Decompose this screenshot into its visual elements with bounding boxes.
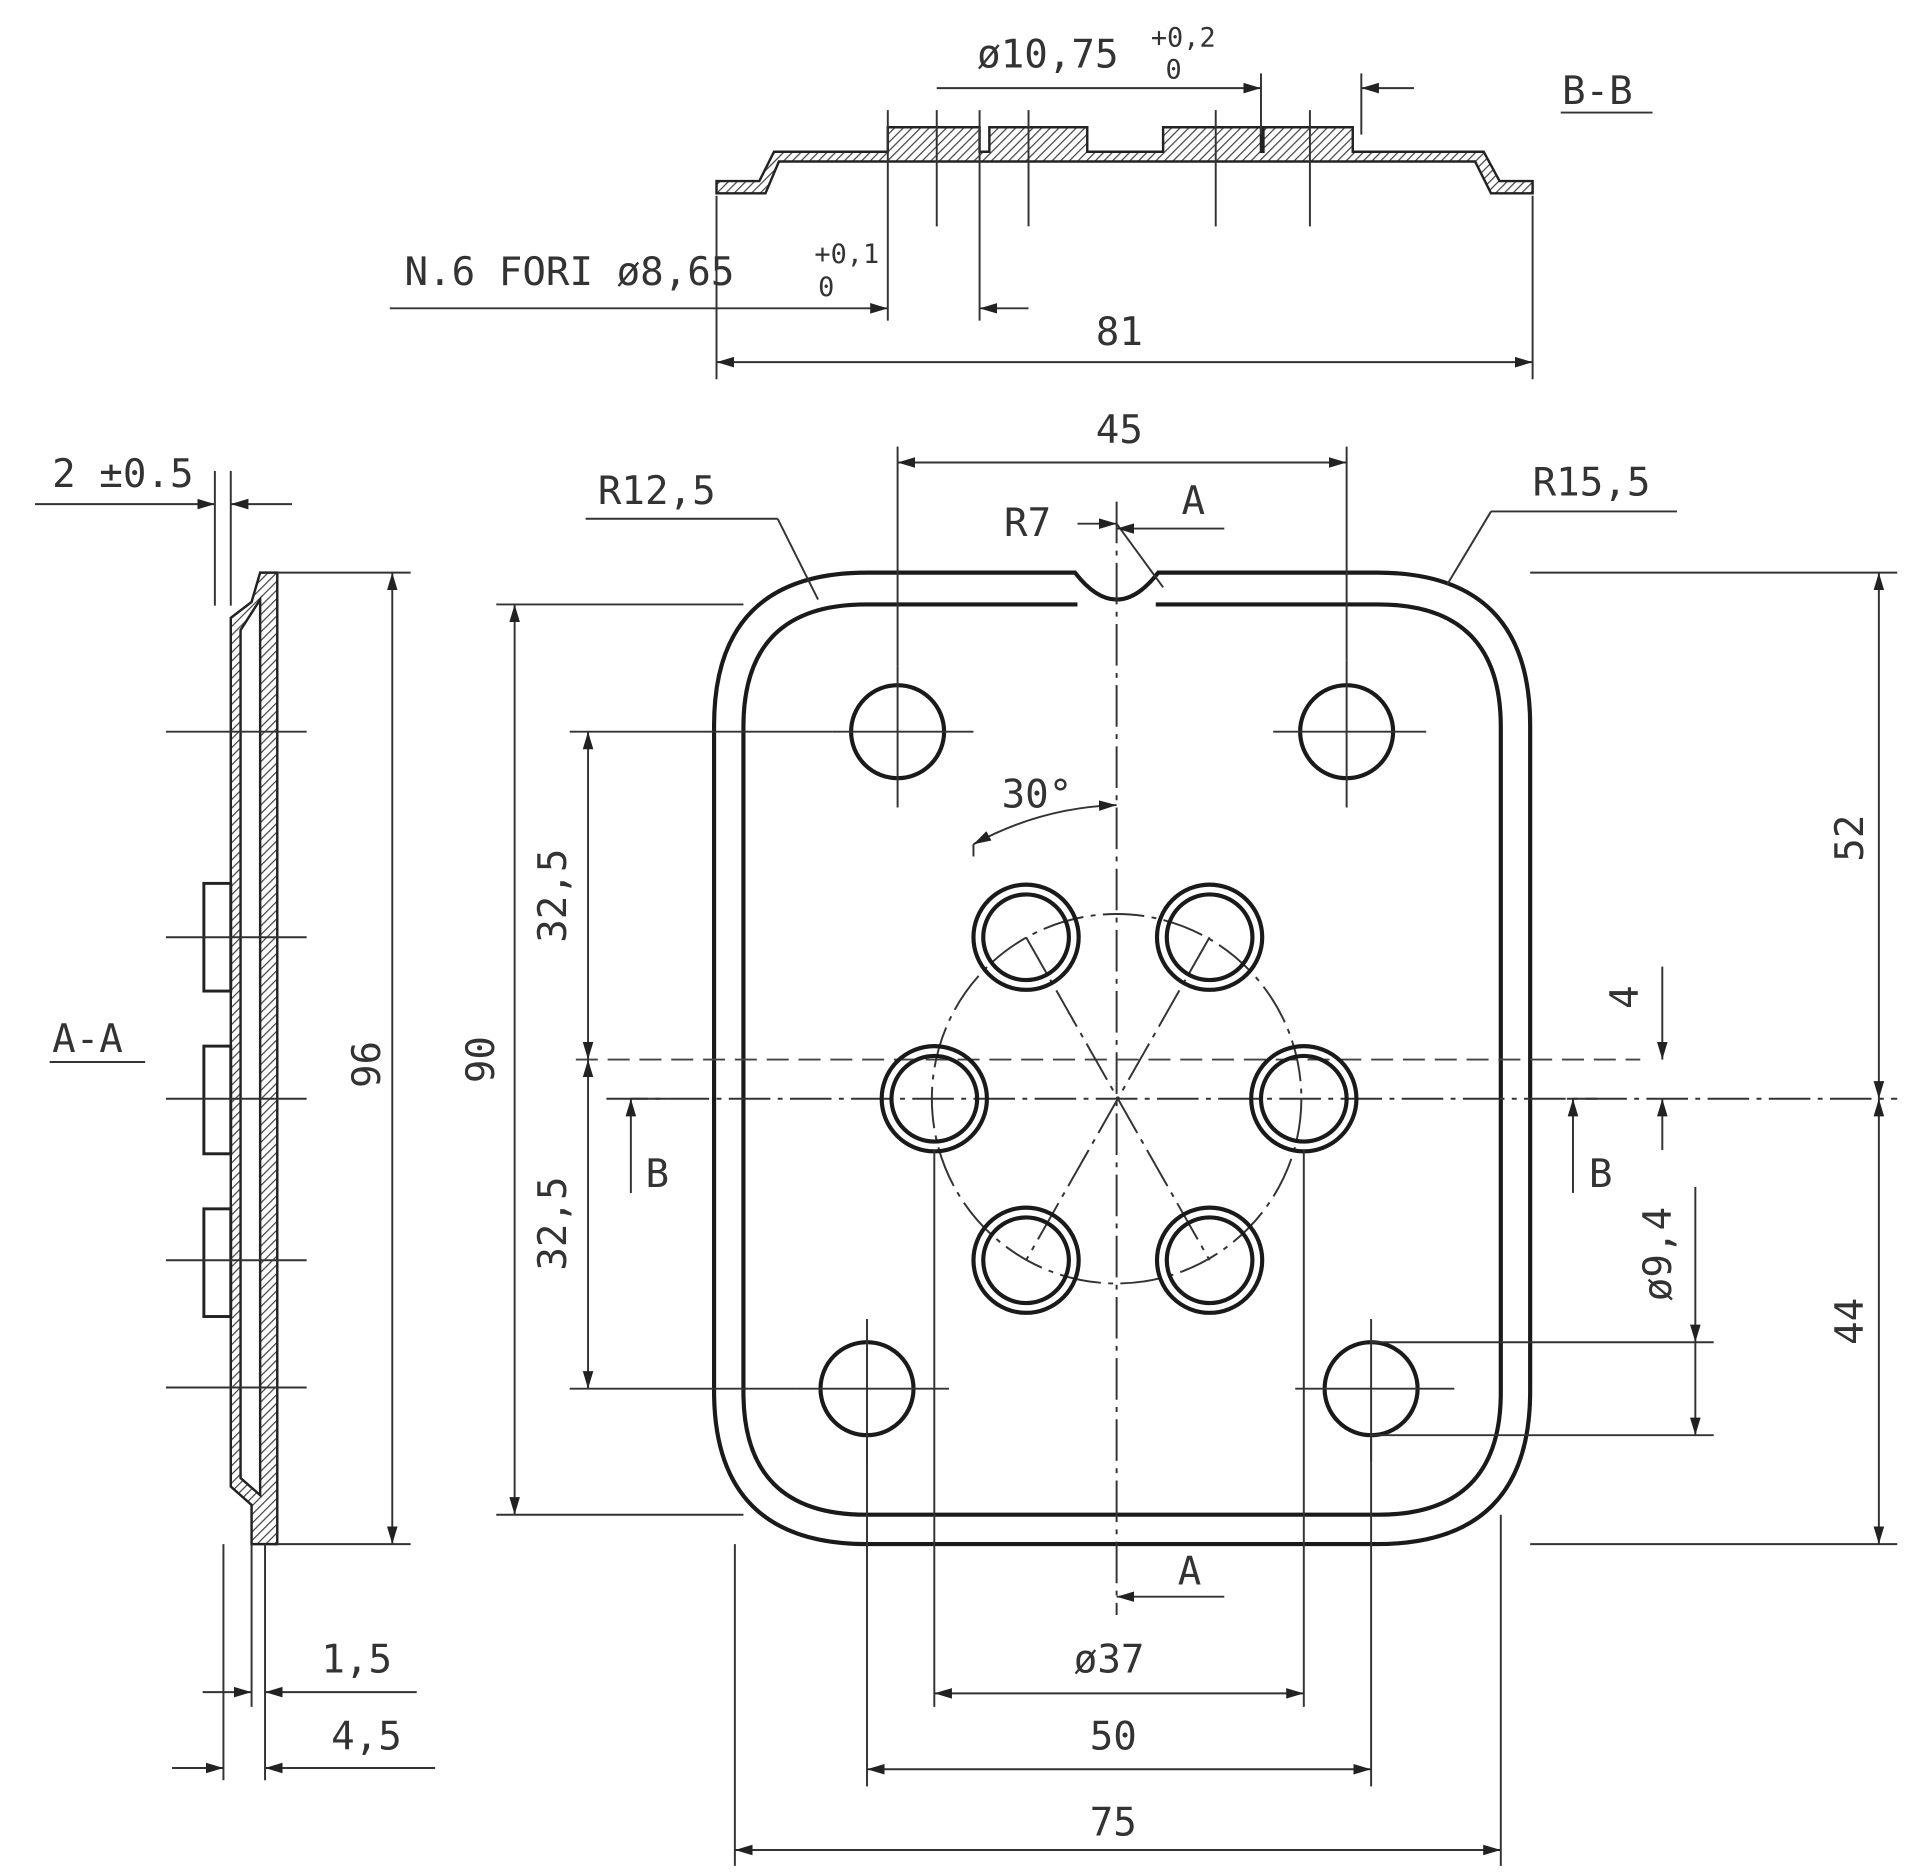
pitch-circle-label: ø37 — [1074, 1638, 1145, 1683]
span-45-label: 45 — [1096, 408, 1143, 453]
ring-holes — [879, 882, 1359, 1315]
section-aa-profile — [229, 571, 279, 1546]
width-75-label: 75 — [1090, 1800, 1137, 1845]
section-bb-view: ø10,75 +0,2 0 B-B N.6 FORI ø8,65 +0,1 0 … — [389, 22, 1653, 380]
section-a-bottom-marker: A — [1178, 1549, 1202, 1594]
section-b-right-marker: B — [1589, 1152, 1613, 1197]
hole-dia-label: ø10,75 — [977, 32, 1118, 77]
thickness-label: 2 ±0.5 — [52, 452, 193, 497]
holes-note: N.6 FORI ø8,65 — [405, 250, 735, 295]
section-aa-title: A-A — [52, 1017, 123, 1062]
height-96-label: 96 — [345, 1041, 390, 1088]
section-b-left-marker: B — [646, 1152, 670, 1197]
corner-hole-dia-label: ø9,4 — [1636, 1207, 1681, 1301]
section-bb-profile — [715, 126, 1534, 195]
section-bb-title: B-B — [1562, 69, 1633, 114]
hole-tol-upper: +0,2 — [1151, 22, 1216, 53]
width-81-label: 81 — [1096, 310, 1143, 355]
radius-15-5-label: R15,5 — [1533, 461, 1651, 506]
radius-12-5-label: R12,5 — [598, 469, 716, 514]
offset-lower-label: 32,5 — [531, 1176, 576, 1270]
section-a-top-marker: A — [1181, 479, 1205, 524]
section-aa-view: 2 ±0.5 A-A 96 1,5 4,5 — [35, 452, 436, 1781]
plan-view: 45 R12,5 R7 A R15,5 30° 32,5 32,5 90 52 … — [459, 408, 1898, 1866]
plate-outline — [711, 570, 1533, 1547]
radius-7-label: R7 — [1004, 501, 1051, 546]
hole-tol-lower: 0 — [1166, 54, 1182, 85]
plate-inner-edge — [741, 602, 1503, 1517]
span-50-label: 50 — [1090, 1715, 1137, 1760]
holes-tol-upper: +0,1 — [814, 239, 879, 270]
offset-4-label: 4 — [1603, 985, 1648, 1009]
height-44-label: 44 — [1828, 1298, 1873, 1345]
height-52-label: 52 — [1828, 815, 1873, 862]
angle-30-label: 30° — [1002, 773, 1073, 818]
depth-label: 4,5 — [331, 1715, 402, 1760]
sheet-thickness-label: 1,5 — [321, 1638, 392, 1683]
height-90-label: 90 — [459, 1036, 504, 1083]
holes-tol-lower: 0 — [818, 272, 834, 303]
offset-upper-label: 32,5 — [531, 848, 576, 942]
